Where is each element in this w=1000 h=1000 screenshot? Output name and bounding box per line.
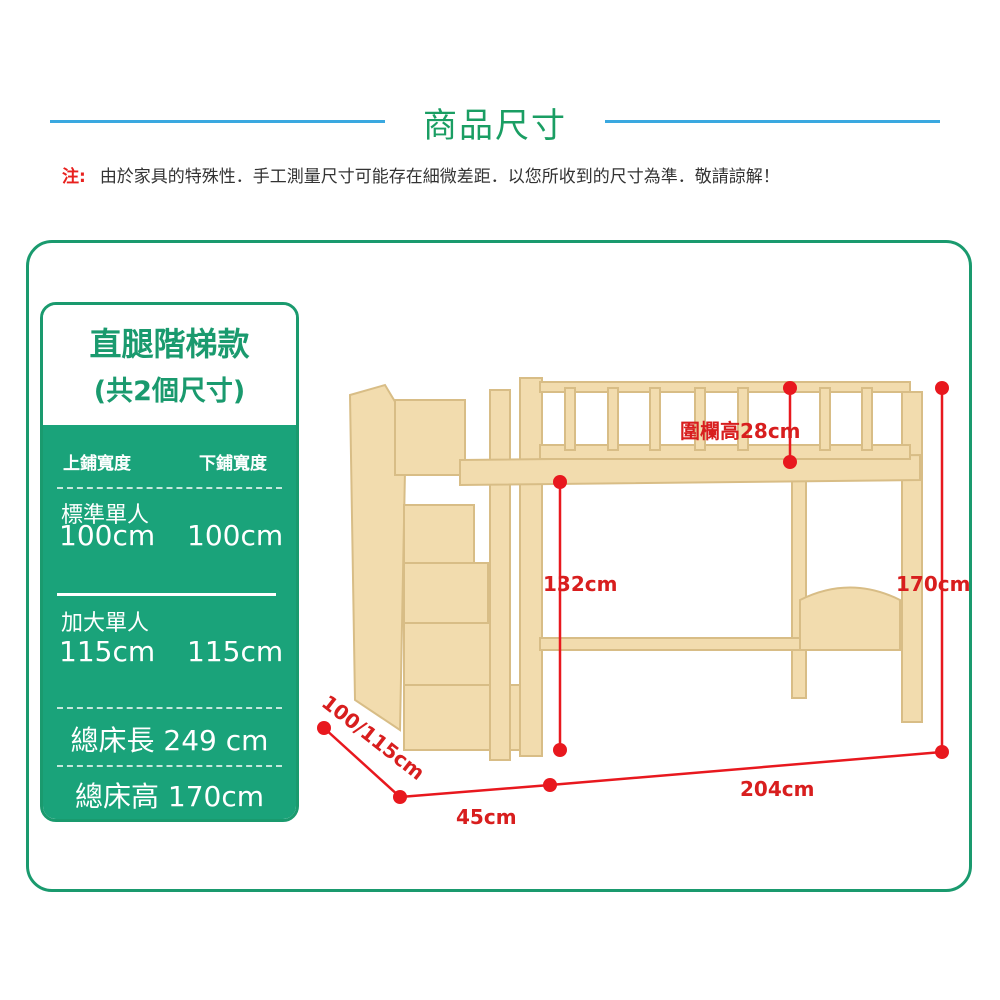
spec-table: 上鋪寬度 下鋪寬度 標準單人 100cm 100cm 加大單人 115cm 11…: [43, 425, 296, 819]
guard-slat: [649, 387, 661, 451]
col-lower-width: 下鋪寬度: [199, 454, 267, 474]
page-title: 商品尺寸: [423, 106, 567, 146]
guard-slat: [737, 387, 749, 451]
stair-step: [403, 562, 489, 624]
lower-end-frame: [799, 586, 901, 651]
guard-slat: [607, 387, 619, 451]
row-divider: [57, 593, 276, 596]
size-upper-large: 115cm: [59, 635, 156, 668]
header-divider-left: [50, 120, 385, 123]
row-divider: [57, 707, 282, 709]
col-upper-width: 上鋪寬度: [63, 454, 131, 474]
stair-headboard: [394, 399, 466, 476]
bed-post: [489, 389, 511, 761]
guard-slat: [694, 387, 706, 451]
length-label: 204cm: [740, 777, 815, 801]
dim-marker: [783, 381, 797, 395]
spec-title: 直腿階梯款: [89, 325, 250, 363]
under-height-label: 132cm: [543, 572, 618, 596]
bottom-rail: [539, 637, 811, 651]
size-upper-standard: 100cm: [59, 519, 156, 552]
dimension-lines: [317, 381, 949, 804]
dim-marker: [543, 778, 557, 792]
stair-depth-line: [399, 783, 551, 799]
dim-marker: [317, 721, 331, 735]
size-name-large: 加大單人: [61, 611, 150, 636]
rail-height-label: 圍欄高28cm: [680, 419, 801, 443]
stair-depth-label: 45cm: [456, 805, 517, 829]
size-name-standard: 標準單人: [61, 503, 150, 528]
spec-card: 直腿階梯款 (共2個尺寸) 上鋪寬度 下鋪寬度 標準單人 100cm 100cm…: [40, 302, 299, 822]
size-lower-large: 115cm: [187, 635, 284, 668]
product-frame: [26, 240, 972, 892]
note-text: 由於家具的特殊性．手工測量尺寸可能存在細微差距．以您所收到的尺寸為準．敬請諒解！: [99, 167, 780, 187]
spec-subtitle: (共2個尺寸): [93, 376, 246, 407]
bed-post: [901, 391, 923, 723]
row-divider: [57, 487, 282, 489]
total-height: 總床高 170cm: [74, 780, 264, 813]
top-rail: [539, 381, 911, 393]
total-length: 總床長 249 cm: [70, 724, 269, 757]
bed-post: [519, 377, 543, 757]
guard-slat: [564, 387, 576, 451]
mid-rail: [539, 444, 911, 460]
loft-bed-drawing: [348, 377, 923, 761]
guard-slat: [819, 387, 831, 451]
spec-card-header: 直腿階梯款 (共2個尺寸): [43, 305, 296, 425]
dim-marker: [553, 743, 567, 757]
dim-marker: [553, 475, 567, 489]
disclaimer-note: 注: 由於家具的特殊性．手工測量尺寸可能存在細微差距．以您所收到的尺寸為準．敬請諒…: [62, 162, 780, 187]
row-divider: [57, 765, 282, 767]
length-line: [549, 750, 943, 787]
note-label: 注:: [62, 167, 86, 187]
bed-post: [791, 479, 807, 699]
stair-step: [403, 622, 503, 686]
total-height-label: 170cm: [896, 572, 971, 596]
header-divider-right: [605, 120, 940, 123]
loft-bed-illustration: [317, 377, 949, 804]
width-line: [323, 727, 401, 798]
dim-marker: [783, 455, 797, 469]
stair-step: [403, 504, 475, 564]
size-lower-standard: 100cm: [187, 519, 284, 552]
dim-marker: [935, 381, 949, 395]
guard-slat: [861, 387, 873, 451]
